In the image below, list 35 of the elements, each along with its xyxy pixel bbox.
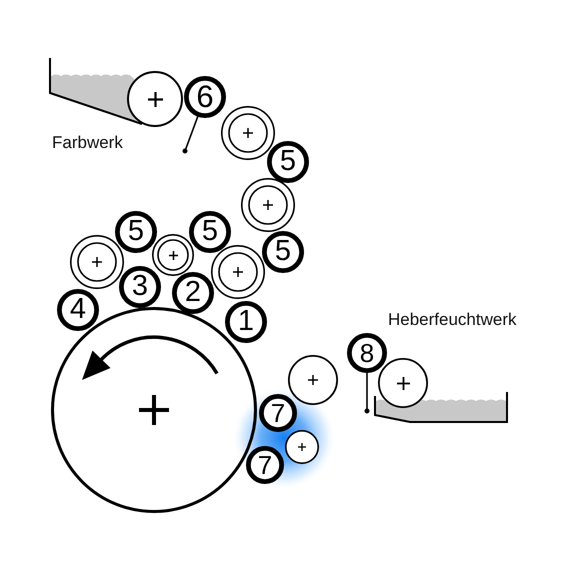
roller-number: 6	[196, 84, 214, 110]
roller-number: 3	[132, 275, 148, 299]
roller-number: 4	[70, 298, 86, 322]
roller	[259, 394, 297, 432]
roller	[115, 211, 157, 253]
roller	[285, 430, 319, 464]
roller	[347, 333, 387, 373]
roller-number: 5	[202, 220, 218, 244]
roller	[288, 355, 338, 405]
roller-number: 8	[360, 342, 374, 364]
roller	[225, 301, 267, 343]
roller	[152, 234, 194, 276]
roller	[262, 231, 304, 273]
roller	[378, 358, 428, 408]
roller-number: 5	[274, 240, 292, 264]
roller-number: 1	[238, 310, 254, 334]
roller	[172, 272, 214, 314]
roller-number: 7	[258, 454, 272, 476]
roller	[119, 266, 161, 308]
roller	[241, 178, 295, 232]
section-label: Farbwerk	[52, 134, 123, 153]
roller-number: 5	[280, 150, 296, 174]
roller	[189, 211, 231, 253]
roller	[267, 141, 309, 183]
roller	[246, 446, 284, 484]
roller	[57, 289, 99, 331]
roller-number: 2	[184, 281, 202, 305]
roller	[127, 71, 183, 127]
roller	[211, 245, 265, 299]
section-label: Heberfeuchtwerk	[388, 311, 517, 330]
roller-number: 7	[270, 402, 286, 424]
roller	[184, 76, 226, 118]
roller	[221, 106, 275, 160]
roller	[70, 235, 124, 289]
roller-number: 5	[128, 220, 144, 244]
